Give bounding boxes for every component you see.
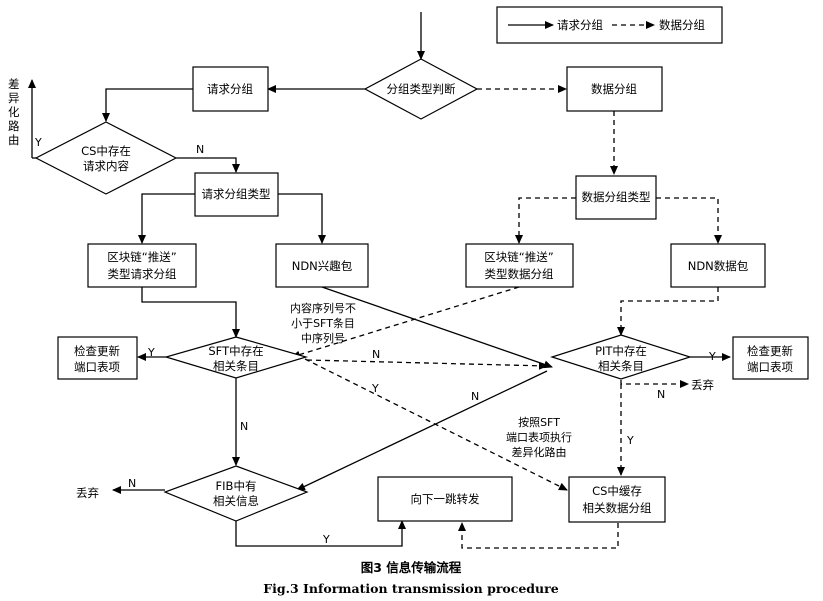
node-request-type-label: 请求分组类型 bbox=[202, 187, 271, 201]
diff-route-char-4: 路 bbox=[8, 119, 20, 133]
label-fib-yes: Y bbox=[322, 533, 330, 546]
node-update-port-left: 检查更新 端口表项 bbox=[57, 336, 138, 380]
diff-route-char-2: 异 bbox=[8, 91, 20, 105]
node-update-left-line2: 端口表项 bbox=[74, 360, 120, 374]
legend-request-label: 请求分组 bbox=[557, 18, 603, 32]
seq-note-line3: 中序列号 bbox=[301, 331, 345, 345]
seq-note-line1: 内容序列号不 bbox=[290, 301, 356, 315]
label-cs-yes: Y bbox=[34, 136, 42, 149]
node-cache-line1: CS中缓存 bbox=[592, 484, 642, 498]
edge-reqtype-ndn bbox=[278, 193, 326, 244]
diff-route-char-5: 由 bbox=[8, 133, 20, 147]
label-pit-no-fib: N bbox=[471, 390, 479, 403]
edge-ndndata-pit bbox=[617, 287, 719, 336]
node-data-packet: 数据分组 bbox=[566, 66, 663, 112]
edge-cs-no bbox=[176, 157, 240, 173]
diff-route-char-1: 差 bbox=[8, 77, 20, 91]
legend: 请求分组 数据分组 bbox=[496, 6, 723, 44]
edge-pit-discard bbox=[620, 380, 689, 388]
node-bc-data-line1: 区块链“推送” bbox=[484, 250, 553, 264]
diff-route-char-3: 化 bbox=[8, 105, 20, 119]
node-cs-line2: 请求内容 bbox=[83, 159, 129, 173]
node-fib-line2: 相关信息 bbox=[213, 494, 259, 508]
node-bc-req-line1: 区块链“推送” bbox=[107, 250, 176, 264]
node-fib-check: FIB中有 相关信息 bbox=[163, 465, 309, 522]
node-fib-line1: FIB中有 bbox=[216, 479, 257, 493]
node-forward: 向下一跳转发 bbox=[377, 476, 513, 522]
node-bc-data-line2: 类型数据分组 bbox=[485, 267, 554, 281]
seq-note-line2: 小于SFT条目 bbox=[291, 316, 355, 330]
node-pit-check: PIT中存在 相关条目 bbox=[550, 334, 692, 380]
node-classify: 分组类型判断 bbox=[363, 58, 479, 120]
node-bc-req-line2: 类型请求分组 bbox=[108, 267, 177, 281]
edge-request-cs bbox=[102, 88, 193, 122]
label-sft-yes: Y bbox=[147, 346, 155, 359]
node-sft-line2: 相关条目 bbox=[213, 359, 259, 373]
node-ndn-data-label: NDN数据包 bbox=[688, 259, 749, 273]
node-request-type: 请求分组类型 bbox=[194, 172, 279, 217]
node-cs-cache: CS中缓存 相关数据分组 bbox=[568, 476, 666, 523]
node-bc-push-request: 区块链“推送” 类型请求分组 bbox=[87, 243, 197, 288]
caption-cn: 图3 信息传输流程 bbox=[361, 560, 462, 575]
node-data-type-label: 数据分组类型 bbox=[582, 190, 651, 204]
node-bc-push-data: 区块链“推送” 类型数据分组 bbox=[465, 243, 574, 288]
sft-note-line3: 差异化路由 bbox=[512, 445, 567, 459]
edge-reqtype-bc bbox=[138, 193, 195, 244]
node-forward-label: 向下一跳转发 bbox=[411, 492, 480, 506]
caption-en: Fig.3 Information transmission procedure bbox=[263, 581, 558, 596]
edge-sft-no-pit bbox=[306, 359, 548, 370]
node-sft-line1: SFT中存在 bbox=[208, 344, 263, 358]
label-sft-yes-cs: Y bbox=[371, 382, 379, 395]
node-update-right-line2: 端口表项 bbox=[747, 360, 793, 374]
node-update-port-right: 检查更新 端口表项 bbox=[732, 336, 809, 380]
node-update-left-line1: 检查更新 bbox=[74, 344, 120, 358]
edge-interest-pit bbox=[321, 286, 553, 369]
node-data-label: 数据分组 bbox=[591, 82, 637, 96]
discard-left-label: 丢弃 bbox=[76, 486, 99, 500]
node-classify-label: 分组类型判断 bbox=[387, 82, 456, 96]
label-pit-yes-cs: Y bbox=[626, 434, 634, 447]
discard-right-label: 丢弃 bbox=[691, 378, 714, 392]
node-ndn-interest-label: NDN兴趣包 bbox=[292, 259, 353, 273]
edge-fib-yes bbox=[235, 520, 406, 547]
node-pit-line2: 相关条目 bbox=[598, 359, 644, 373]
annotation-seq-note: 内容序列号不 小于SFT条目 中序列号 bbox=[290, 301, 356, 345]
label-pit-yes: Y bbox=[708, 350, 716, 363]
node-pit-line1: PIT中存在 bbox=[595, 344, 647, 358]
edge-pit-no-fib bbox=[296, 370, 548, 491]
edge-cs-forward bbox=[458, 522, 619, 549]
edge-datatype-ndn bbox=[656, 197, 722, 244]
request-edges bbox=[28, 12, 553, 547]
edge-datatype-bc bbox=[515, 197, 576, 244]
edge-labels: Y N Y N Y N N Y N Y N Y bbox=[34, 136, 716, 546]
sft-note-line1: 按照SFT bbox=[518, 415, 560, 429]
edge-bc-sft bbox=[141, 287, 240, 338]
node-sft-check: SFT中存在 相关条目 bbox=[163, 336, 309, 379]
edge-sft-yes-cs bbox=[304, 358, 568, 491]
edge-bcdata-sft bbox=[291, 286, 520, 359]
node-cache-line2: 相关数据分组 bbox=[583, 501, 652, 515]
label-pit-no: N bbox=[657, 388, 665, 401]
node-ndn-interest: NDN兴趣包 bbox=[275, 243, 369, 288]
legend-data-label: 数据分组 bbox=[659, 18, 705, 32]
node-data-type: 数据分组类型 bbox=[575, 175, 657, 220]
label-cs-no: N bbox=[196, 143, 204, 156]
annotation-diff-route: 差 异 化 路 由 bbox=[8, 77, 20, 147]
annotation-sft-note: 按照SFT 端口表项执行 差异化路由 bbox=[506, 415, 572, 459]
node-ndn-data: NDN数据包 bbox=[670, 243, 766, 288]
data-edges bbox=[291, 85, 731, 549]
sft-note-line2: 端口表项执行 bbox=[506, 430, 572, 444]
node-request-label: 请求分组 bbox=[207, 82, 253, 96]
label-sft-no: N bbox=[372, 348, 380, 361]
node-update-right-line1: 检查更新 bbox=[747, 344, 793, 358]
label-fib-no: N bbox=[128, 477, 136, 490]
label-sft-no-fib: N bbox=[240, 420, 248, 433]
node-request-packet: 请求分组 bbox=[192, 66, 269, 112]
node-cs-request: CS中存在 请求内容 bbox=[34, 121, 178, 195]
node-cs-line1: CS中存在 bbox=[81, 144, 131, 158]
